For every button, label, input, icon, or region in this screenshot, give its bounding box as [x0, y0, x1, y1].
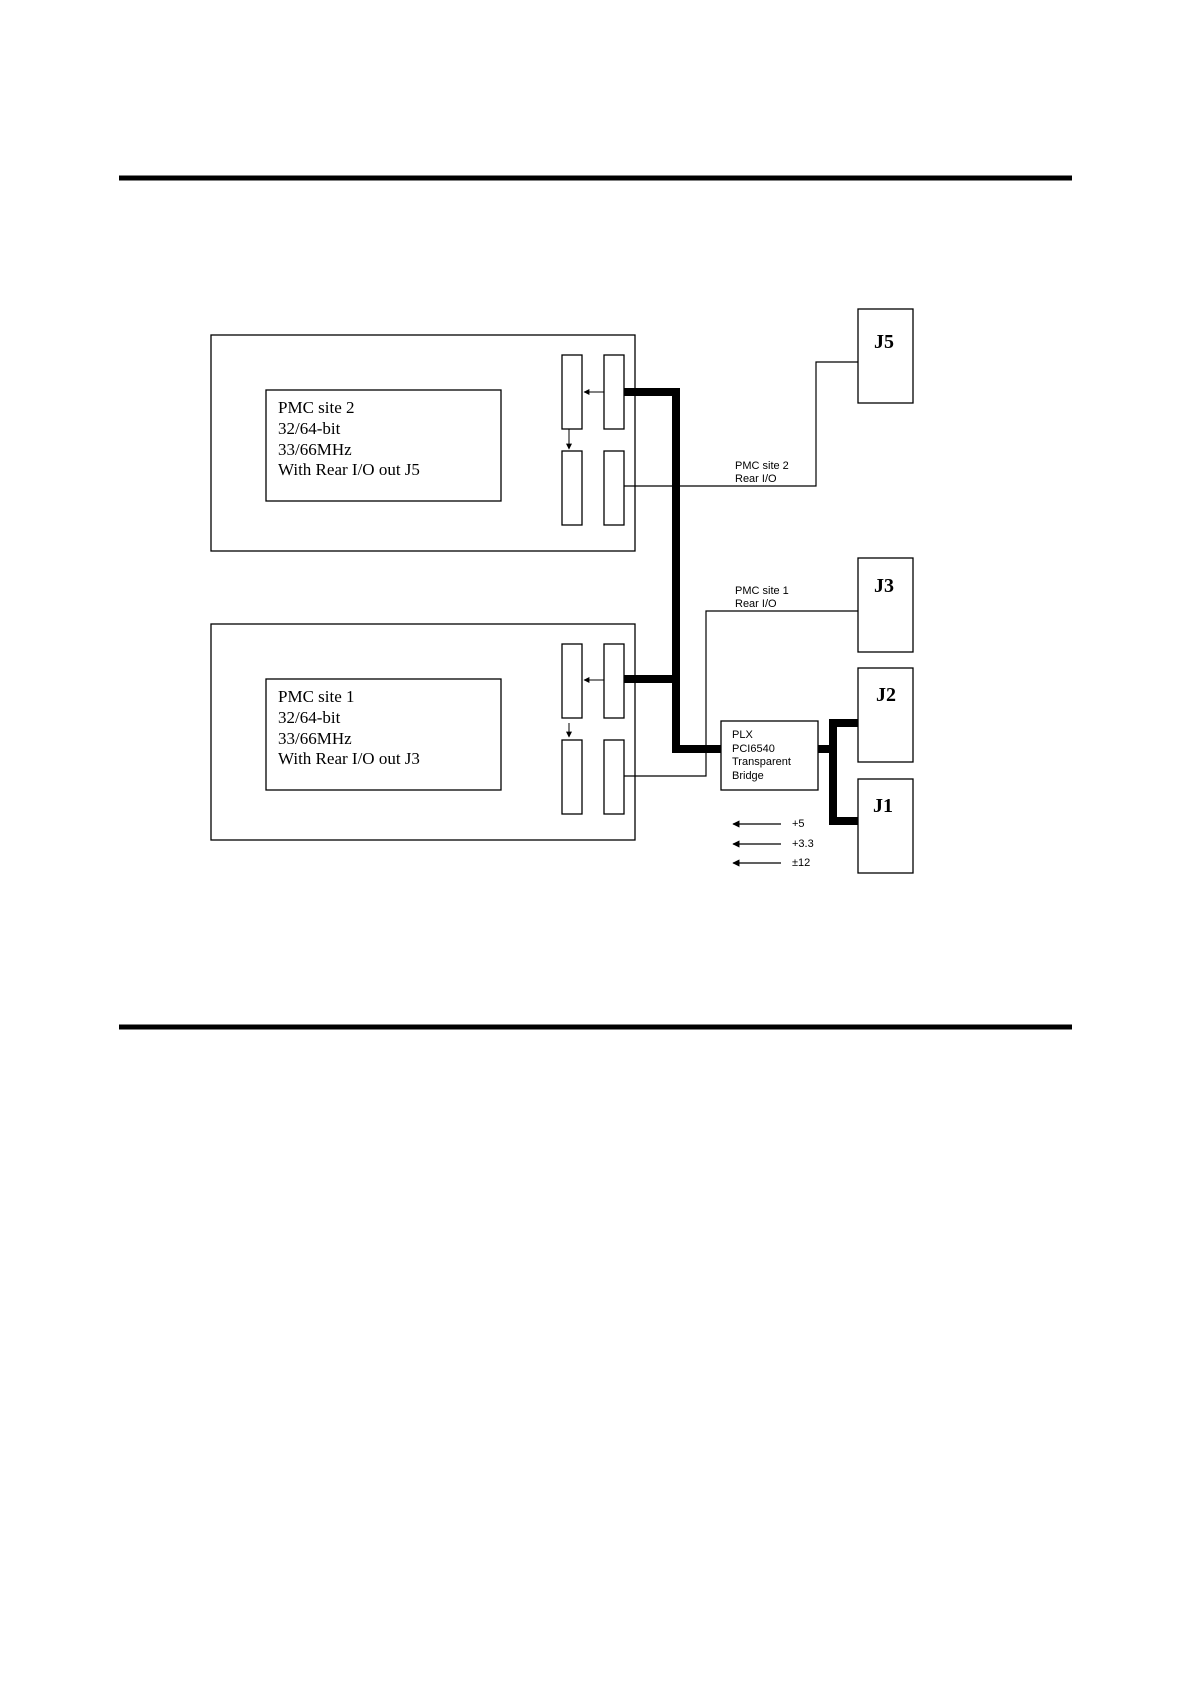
connector-j2	[858, 668, 913, 762]
pmc-site-1-label: PMC site 1 32/64-bit 33/66MHz With Rear …	[278, 687, 420, 768]
power-label-12v: ±12	[792, 857, 810, 869]
power-label-5v: +5	[792, 818, 805, 830]
pmc-site-2-connector-a	[562, 355, 582, 429]
rear-io-site-1-label: PMC site 1 Rear I/O	[735, 585, 792, 610]
pmc-site-2-connector-d	[604, 451, 624, 525]
pmc-site-2-connector-c	[562, 451, 582, 525]
power-label-3v3: +3.3	[792, 838, 814, 850]
pmc-site-2-label: PMC site 2 32/64-bit 33/66MHz With Rear …	[278, 398, 420, 479]
pmc-site-1-connector-b	[604, 644, 624, 718]
connector-j3-label: J3	[874, 575, 894, 597]
bridge-bus-j2-j1	[833, 723, 858, 821]
pmc-site-1-connector-c	[562, 740, 582, 814]
connector-j1-label: J1	[873, 795, 893, 817]
connector-j5-label: J5	[874, 331, 894, 353]
connector-j1	[858, 779, 913, 873]
connector-j5	[858, 309, 913, 403]
pmc-site-2-connector-b	[604, 355, 624, 429]
rear-io-site-2-label: PMC site 2 Rear I/O	[735, 460, 792, 485]
connector-j3	[858, 558, 913, 652]
pmc-site-1-connector-d	[604, 740, 624, 814]
connector-j2-label: J2	[876, 684, 896, 706]
pmc-site-1-connector-a	[562, 644, 582, 718]
